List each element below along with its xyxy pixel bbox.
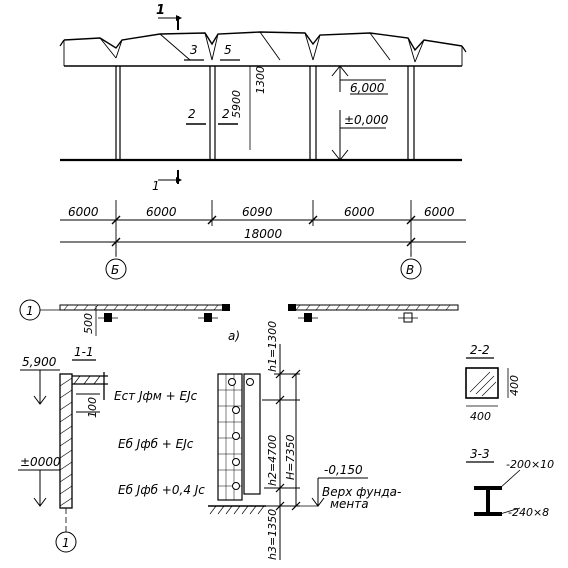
column-detail: h1=1300 h2=4700 H=7350 h3=1350 -0,150 Ве… [208,321,401,560]
column-elev-0150: -0,150 [324,463,363,477]
foundation-note-2: мента [330,497,369,511]
roof-profile [59,31,467,67]
stiffness-formula-1: Eст Jфм + EJc [114,389,198,403]
plan-slab-left [59,304,229,311]
elevation-6000: 6,000 [331,65,388,95]
section-elev-5900: 5,900 [22,355,57,369]
section-elev-0000: ±0000 [20,455,61,469]
section-3-3-title: 3-3 [470,447,490,461]
span-label-4: 6000 [344,205,375,219]
section-3-3: 3-3 -200×10 -240×8 [466,447,554,519]
section-mark-1-top: 1 [156,3,182,30]
span-dimensions: 6000 6000 6090 6000 6000 18000 [60,200,466,256]
section-axis-label: 1 [62,536,70,550]
axis-bubble-v: В [400,242,422,280]
dim-5900: 5900 [230,90,243,118]
mark-2-right: 2 [222,107,230,121]
elevation-0000-text: ±0,000 [344,113,389,127]
node-label-5: 5 [224,43,232,57]
columns [115,66,415,160]
plan-column-3 [304,313,312,322]
span-label-5: 6000 [424,205,455,219]
column-H: H=7350 [284,435,297,480]
foundation-note-1: Верх фунда- [322,485,401,499]
plan-column-1 [104,313,112,322]
section-2-2-title: 2-2 [470,343,490,357]
section-1-1: 1-1 5,900 100 ±0000 1 [18,345,108,553]
elevation-0000: ±0,000 [331,110,389,161]
plan-variant-label: а) [228,329,240,343]
plan-axis-label: 1 [26,304,34,318]
section-mark-1-bottom: 1 [152,170,182,193]
i-beam-shape [474,486,502,516]
section-number-1-top: 1 [156,3,165,18]
axis-label-b: Б [111,263,119,277]
axis-label-v: В [406,263,414,277]
span-label-2: 6000 [146,205,177,219]
mark-2-left: 2 [188,107,196,121]
section-3-3-plate-1: -200×10 [506,458,554,471]
span-label-3: 6090 [242,205,273,219]
plan-column-4 [403,312,413,323]
section-2-2-dim-side: 400 [508,375,521,396]
elevation-6000-text: 6,000 [350,81,385,95]
total-span-label: 18000 [244,227,283,241]
plan-slab-right [289,304,459,311]
section-1-1-title: 1-1 [74,345,94,359]
column-h1: h1=1300 [266,321,279,372]
plan-view: 1 500 а) [19,299,459,343]
stiffness-formula-2: Eб Jфб + EJc [118,437,194,451]
axis-bubble-b: Б [105,242,127,280]
column-h3: h3=1350 [266,509,279,560]
section-3-3-plate-2: -240×8 [508,506,549,519]
section-2-2-square [465,367,499,399]
plan-dim-500: 500 [82,313,95,334]
column-h2: h2=4700 [266,435,279,486]
node-label-3: 3 [190,43,198,57]
section-2-2-dim-bottom: 400 [470,410,491,423]
section-number-1-bottom: 1 [152,179,160,193]
section-2-2: 2-2 400 400 [465,343,521,423]
section-dim-100: 100 [86,397,99,418]
plan-column-2 [204,313,212,322]
stiffness-formula-3: Eб Jфб +0,4 Jc [118,483,205,497]
dim-1300: 1300 [254,66,267,94]
span-label-1: 6000 [68,205,99,219]
